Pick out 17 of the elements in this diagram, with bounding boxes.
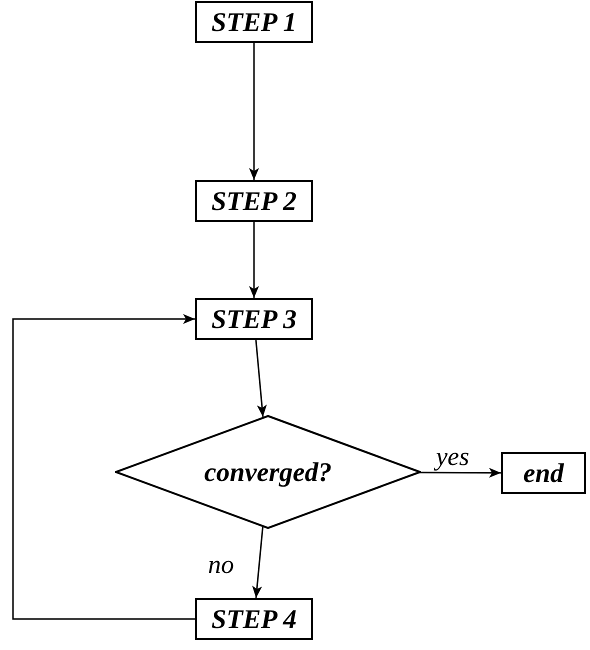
arrow	[420, 468, 501, 478]
node-label: STEP 2	[211, 186, 297, 216]
node-label: end	[523, 458, 564, 488]
arrow	[252, 526, 264, 598]
process-box	[195, 180, 313, 222]
arrow	[12, 314, 195, 620]
node-label: converged?	[204, 456, 332, 488]
node-label: STEP 1	[211, 6, 297, 38]
process-box	[195, 298, 313, 340]
arrow	[255, 340, 267, 417]
process-box	[501, 452, 586, 494]
process-box	[195, 598, 313, 640]
node-label: STEP 4	[211, 604, 297, 634]
process-box	[195, 1, 313, 43]
node-label: STEP 3	[211, 304, 297, 334]
arrow	[249, 43, 259, 180]
arrow	[249, 222, 259, 298]
